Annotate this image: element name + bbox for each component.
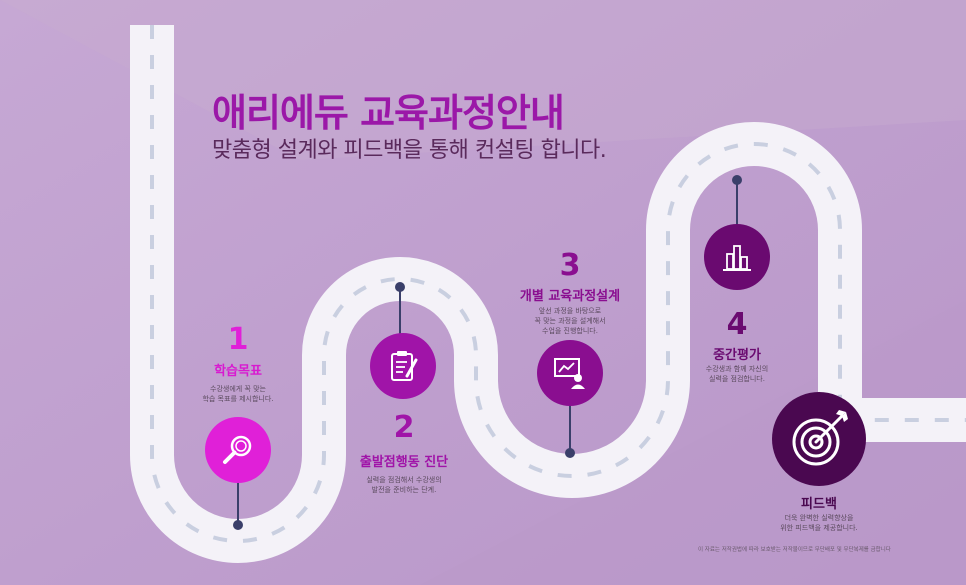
step-4-number: 4 (726, 307, 748, 342)
pin-step-3 (565, 400, 575, 458)
step-2-label: 출발점행동 진단 (359, 455, 449, 470)
step-1-badge (205, 417, 271, 483)
step-4-description: 수강생과 함께 자신의 실력을 점검합니다. (705, 365, 769, 383)
step-3-badge (537, 340, 603, 406)
bar-chart-icon (723, 245, 751, 271)
step-3-label: 개별 교육과정설계 (519, 289, 621, 304)
step-2-number: 2 (393, 410, 415, 445)
page-title: 애리에듀 교육과정안내 (212, 91, 565, 135)
step-5-label: 피드백 (801, 497, 837, 512)
target-icon (792, 410, 848, 466)
pin-step-2 (395, 282, 405, 340)
presenter-icon (554, 358, 585, 389)
pin-step-4 (732, 175, 742, 230)
clipboard-icon (391, 351, 418, 381)
step-2-description: 실력을 점검해서 수강생의 발전을 준비하는 단계. (366, 476, 442, 494)
step-5-badge (772, 392, 866, 486)
step-1-number: 1 (227, 322, 249, 357)
step-2-badge (370, 333, 436, 399)
step-1-description: 수강생에게 꼭 맞는 학습 목표를 제시합니다. (202, 385, 274, 403)
magnifier-icon (223, 435, 252, 464)
step-1-label: 학습목표 (214, 364, 262, 379)
road-lane-markings (150, 25, 966, 543)
step-4-badge (704, 224, 770, 290)
page-subtitle: 맞춤형 설계와 피드백을 통해 컨설팅 합니다. (212, 138, 607, 163)
step-3-description: 앞선 과정을 바탕으로 꼭 맞는 과정을 설계해서 수업을 진행합니다. (534, 307, 606, 335)
copyright-notice: 이 자료는 저작권법에 따라 보호받는 저작물이므로 무단배포 및 무단복제를 … (698, 547, 891, 553)
step-5-description: 더욱 완벽한 실력향상을 위한 피드백을 제공합니다. (780, 514, 858, 532)
step-4-label: 중간평가 (713, 348, 761, 363)
step-3-number: 3 (559, 248, 581, 283)
